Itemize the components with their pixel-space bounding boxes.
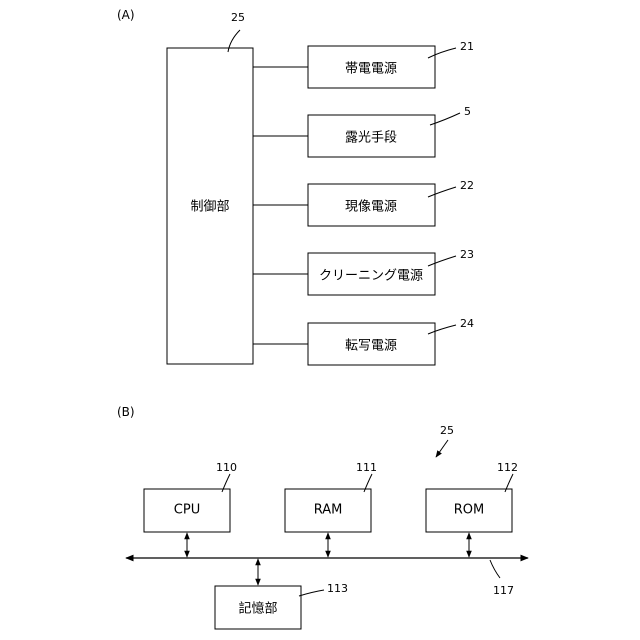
storage-label: 記憶部 — [238, 598, 277, 617]
controller-ref-leader — [228, 30, 240, 52]
cpu-label: CPU — [174, 503, 200, 518]
unit-ref-charging: 21 — [460, 40, 474, 53]
unit-label-transfer: 転写電源 — [345, 335, 397, 354]
controller-label: 制御部 — [190, 196, 229, 215]
unit-label-charging: 帯電電源 — [345, 58, 397, 77]
part-b-label: (B) — [117, 405, 135, 419]
part-b-ref-arrow — [436, 440, 448, 457]
storage-ref: 113 — [327, 582, 348, 595]
bus-ref: 117 — [493, 584, 514, 597]
rom-label: ROM — [454, 503, 484, 518]
unit-ref-transfer: 24 — [460, 317, 474, 330]
rom-ref: 112 — [497, 461, 518, 474]
cpu-ref: 110 — [216, 461, 237, 474]
controller-ref: 25 — [231, 11, 245, 24]
part-b-ref: 25 — [440, 424, 454, 437]
unit-ref-cleaning: 23 — [460, 248, 474, 261]
unit-ref-exposure: 5 — [464, 105, 471, 118]
unit-ref-developing: 22 — [460, 179, 474, 192]
part-a-label: (A) — [117, 8, 135, 22]
unit-label-exposure: 露光手段 — [345, 127, 397, 146]
ram-label: RAM — [314, 503, 343, 518]
unit-label-developing: 現像電源 — [345, 196, 397, 215]
ram-ref: 111 — [356, 461, 377, 474]
unit-label-cleaning: クリーニング電源 — [319, 265, 423, 284]
bus-ref-leader — [490, 560, 500, 578]
